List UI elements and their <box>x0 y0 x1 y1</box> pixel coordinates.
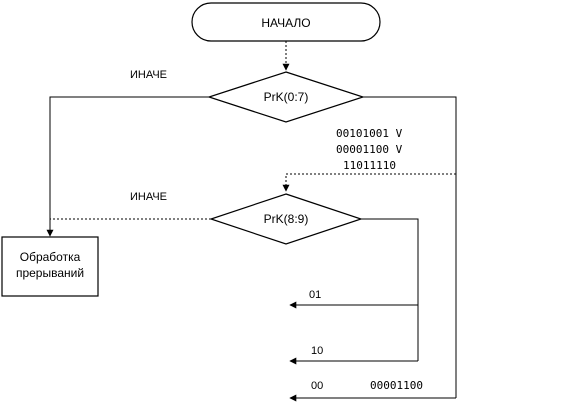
else1-line <box>46 96 209 237</box>
else2-label: ИНАЧЕ <box>130 191 167 203</box>
branch-01-label: 01 <box>309 289 321 301</box>
decision2-right-line <box>361 218 419 361</box>
cond-line-1: 00101001 V <box>336 127 403 140</box>
decision1-diamond <box>207 71 365 123</box>
start-label: НАЧАЛО <box>261 16 310 30</box>
decision1-label: PrK(0:7) <box>264 90 309 104</box>
process-label-line1: Обработка <box>20 250 81 264</box>
branch-00-label: 00 <box>311 380 323 392</box>
decision1-right-line <box>363 96 457 398</box>
process-label-line2: прерываний <box>16 266 84 280</box>
cond-line-2: 00001100 V <box>336 143 403 156</box>
process-box <box>1 236 99 297</box>
cond-line-3: 11011110 <box>343 159 396 172</box>
branch-10-label: 10 <box>311 345 323 357</box>
else1-label: ИНАЧЕ <box>130 69 167 81</box>
decision2-diamond <box>209 193 363 245</box>
decision2-label: PrK(8:9) <box>264 212 309 226</box>
branch-00-code: 00001100 <box>370 379 423 392</box>
connector-to-decision2 <box>282 173 456 192</box>
